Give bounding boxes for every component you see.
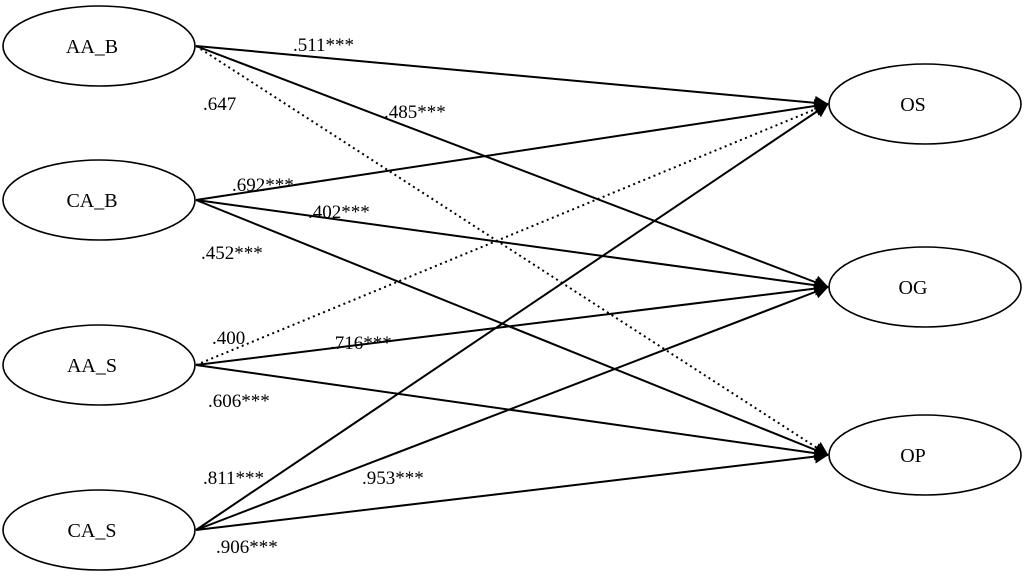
node-os: OS: [828, 63, 1022, 145]
path-ca-s-to-op: [195, 449, 829, 531]
coef-aa-s-os: .400: [212, 328, 245, 349]
coef-ca-b-op: .452***: [201, 243, 263, 264]
path-aa-s-to-os: [195, 102, 829, 366]
path-ca-s-to-og: [195, 285, 829, 531]
coef-ca-s-og: .953***: [362, 468, 424, 489]
path-aa-b-to-og: [195, 45, 829, 289]
coef-ca-b-og: .402***: [308, 202, 370, 223]
path-ca-b-to-op: [195, 199, 829, 457]
node-og: OG: [828, 246, 1022, 328]
node-ca-b: CA_B: [2, 159, 196, 241]
path-ca-b-to-os: [195, 99, 829, 201]
node-aa-s-label: AA_S: [67, 355, 117, 377]
path-aa-s-to-op: [195, 364, 829, 461]
path-ca-b-to-og: [195, 199, 829, 293]
coef-ca-s-os: .811***: [203, 468, 264, 489]
node-os-label: OS: [900, 94, 926, 116]
coef-ca-s-op: .906***: [216, 537, 278, 558]
coef-aa-b-os: .511***: [293, 35, 354, 56]
path-aa-b-to-os: [195, 45, 829, 110]
coef-aa-s-og: .716***: [330, 333, 392, 354]
node-ca-s: CA_S: [2, 489, 196, 571]
node-ca-s-label: CA_S: [68, 520, 117, 542]
node-aa-b: AA_B: [2, 5, 196, 87]
path-aa-s-to-og: [195, 281, 829, 366]
node-ca-b-label: CA_B: [66, 190, 117, 212]
node-og-label: OG: [899, 277, 928, 299]
path-ca-s-to-os: [195, 103, 829, 531]
coef-ca-b-os: .692***: [232, 175, 294, 196]
path-aa-b-to-op: [195, 45, 829, 456]
coef-aa-b-og: .485***: [384, 102, 446, 123]
node-aa-s: AA_S: [2, 324, 196, 406]
coef-aa-b-op: .647: [203, 94, 236, 115]
node-op: OP: [828, 414, 1022, 496]
node-op-label: OP: [900, 445, 926, 467]
node-aa-b-label: AA_B: [66, 36, 118, 58]
coef-aa-s-op: .606***: [208, 391, 270, 412]
